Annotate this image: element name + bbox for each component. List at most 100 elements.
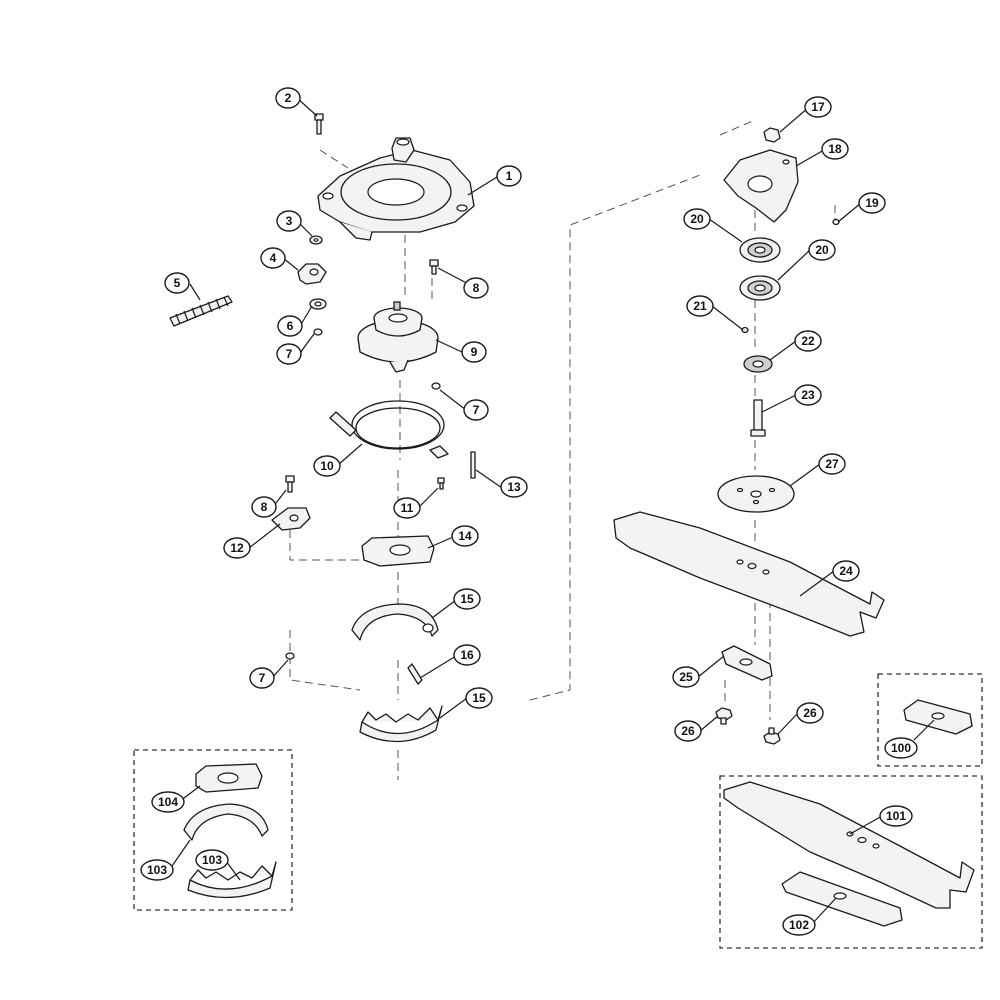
- svg-text:104: 104: [158, 795, 178, 809]
- svg-text:7: 7: [286, 347, 293, 361]
- part-13-pin: [470, 451, 476, 479]
- callout-100: 100: [884, 737, 918, 759]
- svg-text:103: 103: [147, 863, 167, 877]
- callout-8-upper: 8: [463, 277, 489, 299]
- callout-25: 25: [672, 666, 700, 688]
- part-4-lever: [297, 263, 327, 285]
- svg-text:27: 27: [825, 457, 839, 471]
- callout-7-upper: 7: [276, 343, 302, 365]
- part-7-washer-upper: [313, 328, 323, 336]
- part-7-washer-middle: [431, 382, 441, 390]
- svg-text:19: 19: [865, 196, 879, 210]
- part-21-screw: [741, 326, 749, 334]
- svg-text:4: 4: [270, 251, 277, 265]
- part-15-shoe-upper: [351, 603, 439, 641]
- callout-11: 11: [393, 497, 421, 519]
- svg-text:7: 7: [473, 403, 480, 417]
- part-18-bracket: [723, 149, 799, 223]
- callout-24: 24: [832, 560, 860, 582]
- svg-text:16: 16: [460, 648, 474, 662]
- part-25-plate: [721, 645, 773, 681]
- svg-text:22: 22: [801, 334, 815, 348]
- part-7-washer-lower: [285, 652, 295, 660]
- callout-8-lower: 8: [251, 496, 277, 518]
- svg-text:25: 25: [679, 670, 693, 684]
- svg-text:10: 10: [320, 459, 334, 473]
- callout-18: 18: [821, 138, 849, 160]
- svg-text:6: 6: [287, 319, 294, 333]
- part-17-nut: [763, 127, 781, 143]
- svg-text:2: 2: [285, 91, 292, 105]
- callout-2: 2: [275, 87, 301, 109]
- part-102-plate: [781, 871, 903, 927]
- part-19-screw: [832, 218, 840, 226]
- part-27-disc: [717, 475, 795, 513]
- svg-text:21: 21: [693, 299, 707, 313]
- callout-6: 6: [277, 315, 303, 337]
- part-20-bearing-upper: [739, 237, 781, 263]
- svg-text:18: 18: [828, 142, 842, 156]
- callout-4: 4: [260, 247, 286, 269]
- svg-text:103: 103: [202, 853, 222, 867]
- callout-9: 9: [461, 341, 487, 363]
- inset-frame-shoe-kit: [133, 749, 293, 911]
- part-101-blade: [723, 781, 975, 909]
- inset-frame-100: [877, 673, 983, 767]
- part-2-bolt: [314, 113, 324, 135]
- callout-104: 104: [151, 791, 185, 813]
- part-100-plate: [903, 699, 973, 735]
- part-1-housing: [317, 137, 475, 241]
- part-12-bracket: [271, 507, 311, 531]
- svg-text:9: 9: [471, 345, 478, 359]
- svg-text:26: 26: [681, 724, 695, 738]
- callout-26-right: 26: [796, 702, 824, 724]
- callout-26-left: 26: [674, 720, 702, 742]
- part-3-washer: [309, 235, 323, 245]
- callout-17: 17: [804, 96, 832, 118]
- part-20-bearing-lower: [739, 275, 781, 301]
- svg-text:1: 1: [506, 169, 513, 183]
- part-104-plate: [195, 763, 263, 793]
- callout-16: 16: [453, 644, 481, 666]
- callout-3: 3: [276, 210, 302, 232]
- svg-text:15: 15: [460, 592, 474, 606]
- svg-text:7: 7: [259, 671, 266, 685]
- svg-text:14: 14: [458, 529, 472, 543]
- svg-text:101: 101: [886, 809, 906, 823]
- svg-text:8: 8: [473, 281, 480, 295]
- svg-text:12: 12: [230, 541, 244, 555]
- part-22-washer: [743, 355, 773, 373]
- leader-lines: [169, 97, 935, 925]
- callout-12: 12: [223, 537, 251, 559]
- callout-15-lower: 15: [465, 687, 493, 709]
- part-103-shoe-lower: [187, 861, 277, 899]
- callout-5: 5: [164, 272, 190, 294]
- callout-13: 13: [500, 476, 528, 498]
- part-16-spring: [407, 663, 423, 685]
- callout-102: 102: [782, 914, 816, 936]
- part-6-nut: [309, 298, 327, 310]
- svg-text:17: 17: [811, 100, 825, 114]
- callout-101: 101: [879, 805, 913, 827]
- part-5-spring: [169, 295, 233, 327]
- inset-frame-blade-kit: [719, 775, 983, 949]
- svg-text:8: 8: [261, 500, 268, 514]
- callout-14: 14: [451, 525, 479, 547]
- svg-text:20: 20: [815, 243, 829, 257]
- callout-23: 23: [794, 384, 822, 406]
- callout-19: 19: [858, 192, 886, 214]
- part-10-band: [329, 400, 449, 459]
- callout-27: 27: [818, 453, 846, 475]
- svg-text:5: 5: [174, 276, 181, 290]
- part-8-bolt-lower: [285, 475, 295, 493]
- svg-text:20: 20: [690, 212, 704, 226]
- part-15-shoe-lower: [359, 705, 443, 743]
- callout-15-upper: 15: [453, 588, 481, 610]
- svg-text:100: 100: [891, 741, 911, 755]
- callout-103-right: 103: [195, 849, 229, 871]
- part-11-bolt: [437, 477, 445, 490]
- callout-20-upper: 20: [683, 208, 711, 230]
- part-8-bolt-upper: [429, 259, 439, 275]
- callout-103-left: 103: [140, 859, 174, 881]
